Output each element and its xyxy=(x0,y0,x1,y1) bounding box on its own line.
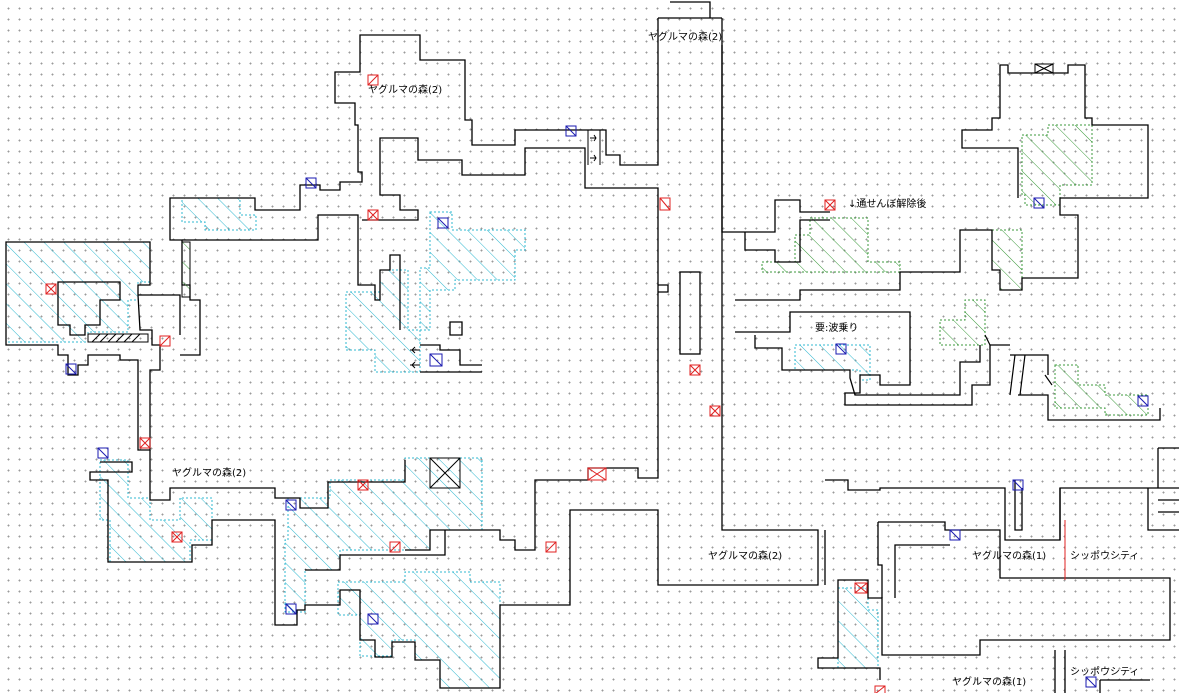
bridge-horizontal xyxy=(87,333,149,343)
item-marker-icon[interactable] xyxy=(367,74,379,86)
item-marker-icon[interactable] xyxy=(659,197,671,211)
item-marker-icon[interactable] xyxy=(45,283,57,295)
item-marker-icon[interactable] xyxy=(367,209,379,221)
walls xyxy=(5,1,1179,693)
area-label-forest-top: ヤグルマの森(2) xyxy=(648,32,723,43)
bridge-right xyxy=(1009,354,1026,396)
wall-center-right-top xyxy=(744,219,830,263)
area-label-forest-mid-left: ヤグルマの森(2) xyxy=(172,468,247,479)
note-passage: ↓通せんぼ解除後 xyxy=(848,199,927,210)
item-marker-icon[interactable] xyxy=(357,479,369,491)
trainer-marker-icon[interactable] xyxy=(565,125,577,137)
bridge-horizontal-hatch xyxy=(91,333,141,343)
grass-area-bottom-right xyxy=(837,587,879,669)
trainer-marker-icon[interactable] xyxy=(949,529,961,541)
item-marker-icon[interactable] xyxy=(874,685,886,693)
tall-grass-areas xyxy=(5,197,879,689)
trainer-marker-icon[interactable] xyxy=(305,177,317,189)
item-markers xyxy=(45,74,1066,693)
grass-area-center-left xyxy=(345,269,421,373)
item-marker-icon[interactable] xyxy=(545,541,557,553)
wall-center-ledge xyxy=(420,344,482,373)
trainer-marker-icon[interactable] xyxy=(1012,479,1024,491)
wall-top-shaft-right xyxy=(721,18,830,233)
wall-right-bottom-exit xyxy=(1054,650,1150,693)
grass-area-center-top xyxy=(419,211,526,331)
trainer-marker-icon[interactable] xyxy=(1085,676,1097,688)
wall-right-city xyxy=(1014,480,1061,540)
area-label-forest-lower-center: ヤグルマの森(2) xyxy=(708,551,783,562)
item-marker-icon[interactable] xyxy=(389,541,401,553)
dark-grass-right-bottom xyxy=(1054,364,1149,416)
trainer-marker-icon[interactable] xyxy=(1033,197,1045,209)
item-marker-icon[interactable] xyxy=(139,437,151,449)
wall-center-right-corridor xyxy=(735,64,1149,301)
wall-upper-left-steps xyxy=(362,185,419,221)
bridge-right-small xyxy=(984,334,1053,386)
wall-left-corridor xyxy=(182,214,401,330)
wall-shaft-notch xyxy=(658,284,669,293)
wall-pillar xyxy=(679,271,701,355)
wall-right-bottom-inner xyxy=(817,521,1171,680)
special-tiles xyxy=(410,63,1054,489)
wall-center-box xyxy=(449,321,463,336)
area-label-city-b: シッポウシティ xyxy=(1070,667,1140,678)
trainer-markers xyxy=(65,125,1149,688)
boulder-icon[interactable] xyxy=(429,457,461,489)
grass-area-upper-left xyxy=(181,197,257,231)
wall-lower-left-top xyxy=(149,450,406,509)
grass-area-surf-path xyxy=(794,344,871,381)
wall-left-room xyxy=(5,241,161,451)
ledge-arrow-icon xyxy=(587,130,601,165)
dark-grass-areas xyxy=(761,124,1149,416)
wall-left-inner xyxy=(57,281,121,336)
wall-top-cap xyxy=(658,1,722,19)
item-marker-icon[interactable] xyxy=(587,467,607,481)
item-marker-icon[interactable] xyxy=(854,582,868,594)
item-marker-icon[interactable] xyxy=(824,199,836,211)
trainer-marker-icon[interactable] xyxy=(285,499,297,511)
bridges xyxy=(87,241,1053,396)
wall-shaft-inner xyxy=(379,137,659,551)
wall-center-right-lower xyxy=(754,335,981,396)
gate-icon[interactable] xyxy=(1034,63,1054,74)
area-label-city-a: シッポウシティ xyxy=(1070,551,1140,562)
trainer-marker-icon[interactable] xyxy=(429,353,443,367)
item-marker-icon[interactable] xyxy=(709,405,721,417)
ledge-arrow-left-icon xyxy=(410,346,420,369)
dark-grass-center-right xyxy=(761,217,901,273)
dark-grass-top-right xyxy=(1021,124,1093,206)
trainer-marker-icon[interactable] xyxy=(1137,395,1149,407)
area-label-forest-1-b: ヤグルマの森(1) xyxy=(952,677,1027,688)
wall-right-bottom-corr xyxy=(824,522,950,598)
grass-area-lower-left xyxy=(99,459,213,563)
wall-right-building xyxy=(1147,447,1179,531)
wall-right-bridge xyxy=(1010,354,1161,421)
grass-area-far-left xyxy=(5,241,151,343)
trainer-marker-icon[interactable] xyxy=(437,217,449,229)
grass-area-bottom-center xyxy=(337,571,501,689)
wall-left-box xyxy=(138,294,181,335)
wall-lower-center-inner xyxy=(305,530,446,571)
item-marker-icon[interactable] xyxy=(689,364,701,376)
trainer-marker-icon[interactable] xyxy=(835,343,847,355)
item-marker-icon[interactable] xyxy=(171,531,183,543)
bridge-vertical xyxy=(181,241,191,298)
trainer-marker-icon[interactable] xyxy=(367,613,379,625)
wall-lower-left xyxy=(89,45,819,689)
dark-grass-right-mid xyxy=(939,299,986,346)
area-label-forest-1-a: ヤグルマの森(1) xyxy=(972,551,1047,562)
trainer-marker-icon[interactable] xyxy=(285,603,297,615)
wall-center-right-inner xyxy=(735,311,1010,406)
trainer-marker-icon[interactable] xyxy=(65,363,77,375)
area-label-forest-upper-left: ヤグルマの森(2) xyxy=(368,85,443,96)
trainer-marker-icon[interactable] xyxy=(97,447,109,459)
dark-grass-right-strip xyxy=(991,229,1023,291)
item-marker-icon[interactable] xyxy=(159,335,171,347)
note-surf: 要:波乗り xyxy=(815,323,859,334)
